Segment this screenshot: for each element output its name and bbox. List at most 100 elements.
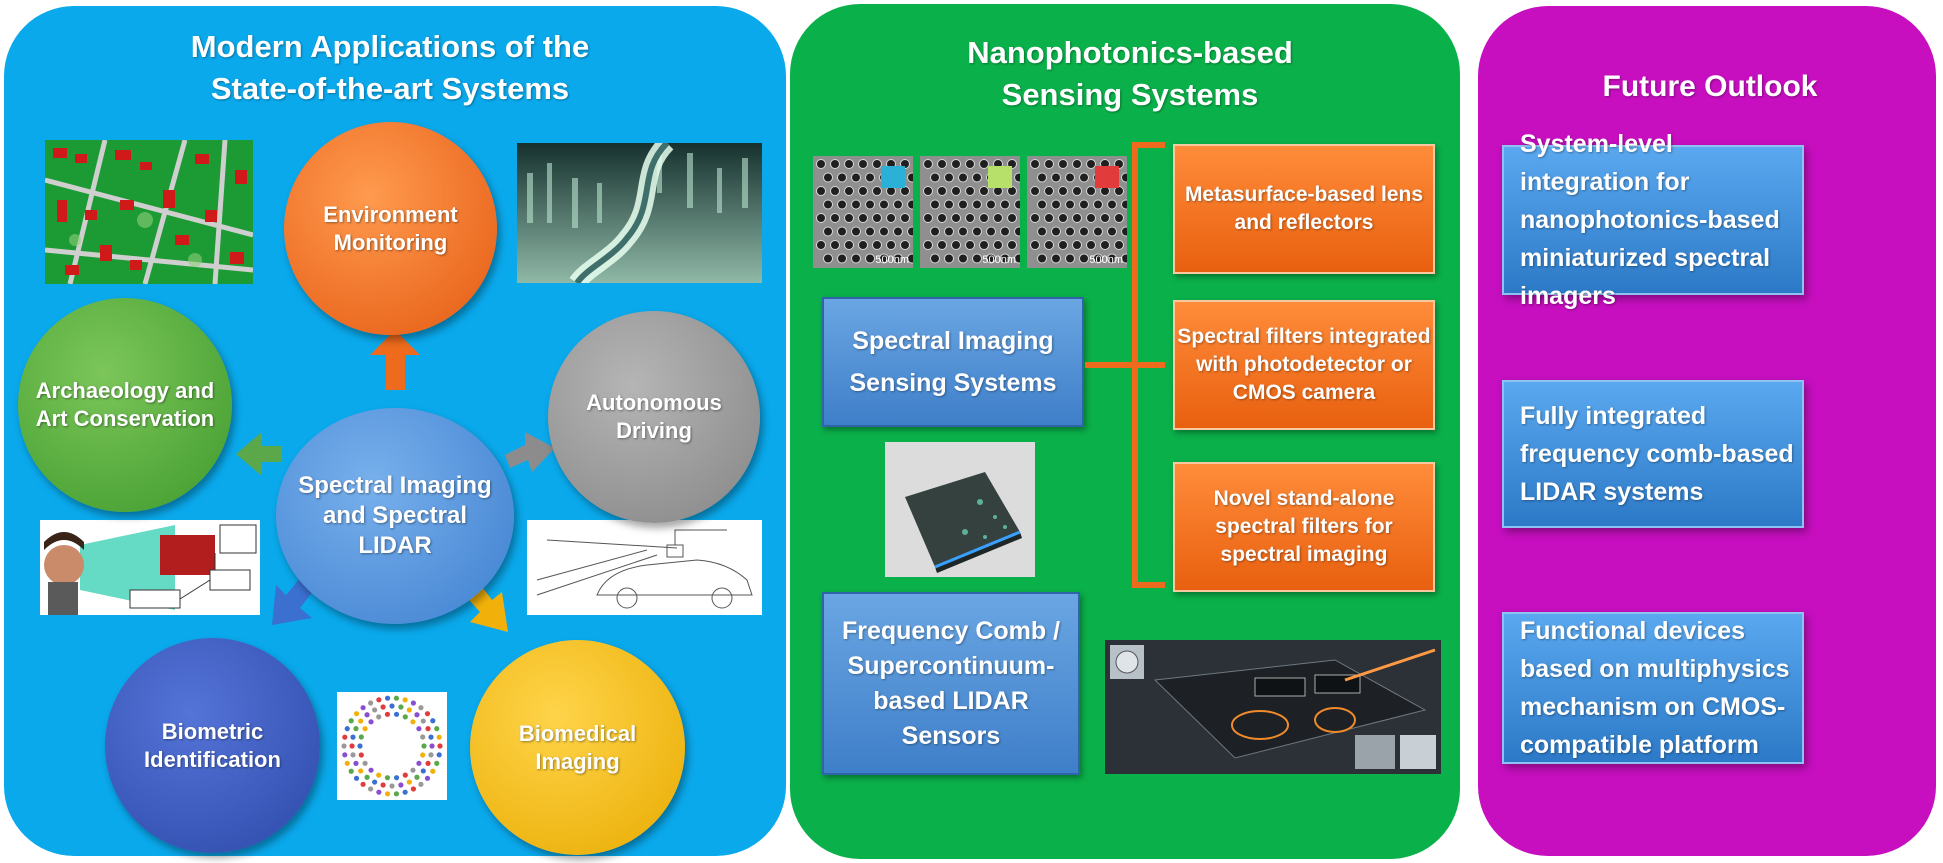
iris-dot: [376, 697, 382, 703]
sem-hole: [872, 186, 882, 196]
sem-hole: [907, 226, 913, 237]
sem-image-3: 500nm: [1027, 156, 1127, 268]
sem-hole: [1065, 226, 1075, 237]
iris-dot: [414, 712, 420, 718]
sem-hole: [1051, 199, 1061, 210]
sem-hole: [979, 186, 989, 196]
iris-dot: [416, 726, 422, 732]
iris-dot: [393, 775, 400, 781]
sensing-systems-title: Nanophotonics-based Sensing Systems: [967, 35, 1293, 112]
iris-dot: [430, 768, 436, 774]
iris-dot: [406, 779, 412, 785]
iris-dot: [384, 711, 391, 717]
spectral-filter-chip-image: [885, 442, 1035, 577]
iris-dot: [376, 772, 382, 778]
branch-metasurface: Metasurface-based lens and reflectors: [1173, 144, 1435, 274]
iris-dot: [436, 734, 442, 740]
iris-dot: [393, 791, 400, 797]
sem-hole: [858, 186, 868, 196]
sem-hole: [900, 186, 910, 196]
sem-hole: [823, 226, 833, 237]
sem-hole: [1037, 172, 1047, 183]
sem-hole: [1030, 186, 1040, 196]
iris-dot: [393, 711, 400, 717]
sem-hole: [930, 253, 940, 264]
iris-dot: [428, 752, 434, 758]
sem-hole: [879, 199, 889, 210]
sem-hole: [993, 240, 1003, 250]
sem-hole: [1086, 186, 1096, 196]
sem-hole: [972, 226, 982, 237]
sem-hole: [944, 199, 954, 210]
sem-hole: [844, 213, 854, 223]
sem-hole: [1107, 253, 1117, 264]
arrow-left: [236, 432, 282, 476]
sem-hole: [972, 172, 982, 183]
sem-hole: [965, 159, 975, 169]
sem-hole: [907, 253, 913, 264]
future-outlook-title: Future Outlook: [1602, 70, 1818, 103]
iris-dot: [393, 695, 400, 701]
branch-standalone-filters: Novel stand-alone spectral filters for s…: [1173, 462, 1435, 592]
sem-hole: [937, 159, 947, 169]
iris-dot: [353, 726, 359, 732]
iris-dot: [358, 752, 364, 758]
sem-hole: [1121, 253, 1127, 264]
sem-hole: [844, 186, 854, 196]
sem-hole: [1072, 159, 1082, 169]
sem-hole: [872, 159, 882, 169]
sem-hole: [1014, 172, 1020, 183]
iris-dot: [398, 782, 404, 788]
iris-dot: [353, 711, 360, 717]
outlook-item-3: Functional devices based on multiphysics…: [1502, 612, 1804, 764]
sem-hole: [965, 186, 975, 196]
sem-hole: [1065, 172, 1075, 183]
sem-hole: [1037, 253, 1047, 264]
sem-hole: [1121, 226, 1127, 237]
sem-hole: [923, 213, 933, 223]
scale-bar-label-1: 500nm: [875, 254, 909, 266]
outlook-item-1: System-level integration for nanophotoni…: [1502, 130, 1804, 310]
sem-hole: [830, 186, 840, 196]
iris-dot: [368, 786, 374, 792]
iris-dot: [372, 707, 378, 713]
road-lidar-image: [517, 143, 762, 283]
sem-hole: [816, 186, 826, 196]
sem-hole: [851, 226, 861, 237]
scale-bar-label-2: 500nm: [982, 254, 1016, 266]
sem-hole: [865, 226, 875, 237]
sem-hole: [1007, 186, 1017, 196]
sem-hole: [1051, 226, 1061, 237]
iris-dot: [348, 718, 354, 724]
sem-hole: [823, 199, 833, 210]
iris-dot: [341, 743, 347, 749]
sem-hole: [837, 253, 847, 264]
sem-hole: [1000, 226, 1010, 237]
sem-hole: [944, 172, 954, 183]
sem-hole: [993, 213, 1003, 223]
environment-monitoring-node: Environment Monitoring: [284, 122, 497, 335]
iris-dot: [402, 714, 408, 720]
sem-hole: [1072, 213, 1082, 223]
sem-hole: [1030, 159, 1040, 169]
iris-dot: [416, 760, 422, 766]
sem-hole: [1107, 226, 1117, 237]
sem-hole: [1044, 213, 1054, 223]
iris-dot: [389, 703, 395, 709]
iris-dot: [362, 760, 368, 766]
branch-bracket: [1085, 142, 1165, 588]
sem-hole: [951, 213, 961, 223]
archaeology-node: Archaeology and Art Conservation: [18, 298, 232, 512]
sem-hole: [865, 172, 875, 183]
iris-dot: [350, 752, 356, 758]
iris-dot: [402, 789, 408, 795]
scale-bar-label-3: 500nm: [1089, 254, 1123, 266]
sem-hole: [872, 240, 882, 250]
sem-hole: [858, 213, 868, 223]
iris-dot: [425, 726, 431, 732]
iris-dot: [410, 786, 416, 792]
sem-hole: [865, 253, 875, 264]
sem-hole: [951, 186, 961, 196]
sem-hole: [1044, 159, 1054, 169]
color-swatch-1: [881, 166, 905, 188]
